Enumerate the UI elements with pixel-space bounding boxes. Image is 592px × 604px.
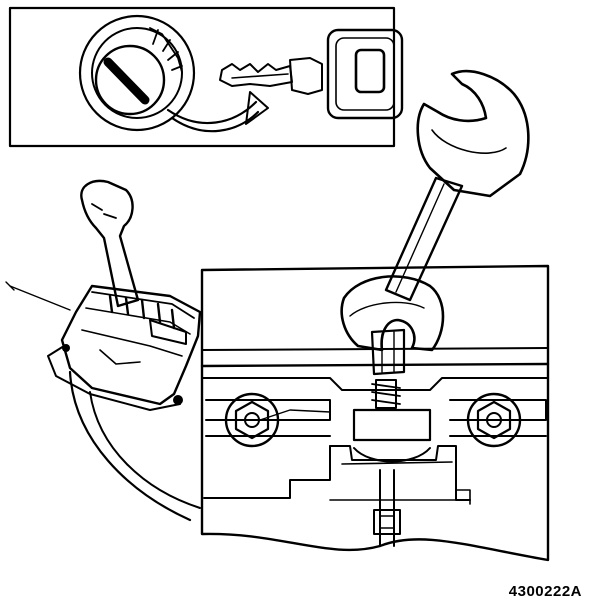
ignition-lock-icon xyxy=(78,14,269,133)
linkage-detail xyxy=(200,264,550,562)
left-bolt-icon xyxy=(224,392,280,448)
gear-selector xyxy=(5,179,202,522)
selector-housing xyxy=(60,284,202,406)
figure-code: 4300222A xyxy=(508,583,582,600)
right-bolt-icon xyxy=(466,392,522,448)
ignition-inset xyxy=(8,6,404,148)
selector-lever-handle xyxy=(80,179,140,308)
wrench-icon xyxy=(340,69,530,376)
key-icon xyxy=(219,28,404,120)
